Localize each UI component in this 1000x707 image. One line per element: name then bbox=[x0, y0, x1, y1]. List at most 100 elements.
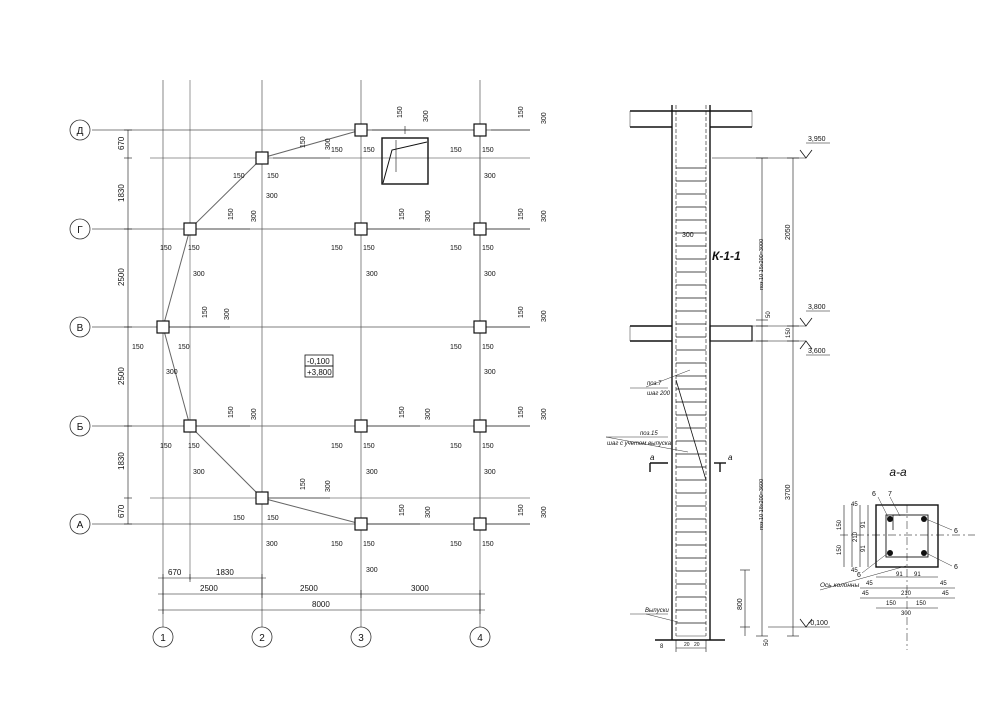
dim-label: 150 bbox=[267, 515, 279, 522]
dim-label: 150 bbox=[450, 443, 462, 450]
diagonal-bar bbox=[675, 379, 707, 481]
bar-mark: 6 bbox=[872, 491, 876, 498]
dim-label: 150 bbox=[188, 443, 200, 450]
vdim-50-bottom: 50 bbox=[764, 639, 770, 646]
dim-label: 300 bbox=[484, 173, 496, 180]
rebar-dot bbox=[921, 516, 927, 522]
dim-label: 300 bbox=[366, 271, 378, 278]
rebar-dot bbox=[887, 516, 893, 522]
leader-notes: поз.7 шаг 200 поз.15 шаг с учетом выпуск… bbox=[605, 369, 691, 623]
stirrups bbox=[675, 167, 707, 624]
col-dims-2-lower: 150 150 150 300 300 bbox=[233, 478, 332, 548]
col-dims-3-D: 150 150 150 300 bbox=[331, 106, 430, 154]
cross-bottom-dims: 45 91 91 45 45 210 45 150 150 300 bbox=[860, 572, 955, 617]
dim-label: 300 bbox=[541, 408, 548, 420]
dim-label: 150 bbox=[518, 406, 525, 418]
column-marker bbox=[183, 222, 197, 236]
row-axis-label-B: Б bbox=[77, 422, 84, 433]
dim-label: 300 bbox=[166, 369, 178, 376]
dim-label: 150 bbox=[482, 344, 494, 351]
dim-label: 150 bbox=[233, 515, 245, 522]
col-axis-label-4: 4 bbox=[477, 633, 483, 644]
col-dims-4-D: 150 150 150 300 bbox=[450, 106, 548, 154]
bottom-dimension-chain: 670 1830 2500 2500 3000 8000 bbox=[158, 568, 485, 614]
column-marker bbox=[473, 222, 487, 236]
bar-mark: 6 bbox=[857, 572, 861, 579]
row-spacing: 670 bbox=[117, 136, 126, 150]
dim-label: 150 bbox=[331, 541, 343, 548]
mid-slab bbox=[629, 325, 753, 342]
dim-label: 150 bbox=[188, 245, 200, 252]
dim-label: 300 bbox=[266, 193, 278, 200]
cross-left-dim: 45 bbox=[851, 502, 858, 508]
dim-label: 150 bbox=[399, 504, 406, 516]
dim-label: 150 bbox=[450, 541, 462, 548]
dim-label: 150 bbox=[518, 504, 525, 516]
bottom-mark-8: 8 bbox=[660, 644, 664, 650]
cross-section-title: а-а bbox=[889, 465, 907, 479]
dim-label: 300 bbox=[484, 469, 496, 476]
elevation-minus-0100: -0,100 bbox=[808, 620, 828, 627]
note-pos7-step: шаг 200 bbox=[647, 391, 671, 397]
rebar-dot bbox=[921, 550, 927, 556]
stair-opening bbox=[381, 137, 429, 185]
dim-label: 300 bbox=[193, 469, 205, 476]
column-marker bbox=[255, 151, 269, 165]
dim-670: 670 bbox=[168, 568, 182, 577]
dim-label: 300 bbox=[484, 271, 496, 278]
dim-label: 150 bbox=[300, 478, 307, 490]
dim-label: 150 bbox=[233, 173, 245, 180]
dim-2500-a: 2500 bbox=[200, 584, 218, 593]
column-marker bbox=[473, 517, 487, 531]
cross-left-dim: 45 bbox=[851, 568, 858, 574]
dim-label: 150 bbox=[482, 443, 494, 450]
vdim-800: 800 bbox=[737, 598, 744, 610]
dim-label: 150 bbox=[363, 541, 375, 548]
dim-label: 150 bbox=[228, 208, 235, 220]
cross-left-dims: 45 150 150 210 91 91 45 bbox=[837, 502, 869, 574]
dim-label: 150 bbox=[331, 443, 343, 450]
cross-bottom-dim: 210 bbox=[901, 591, 912, 597]
col-dims-4-D-lower: 300 bbox=[484, 173, 496, 180]
rebar-dot bbox=[887, 550, 893, 556]
column-marker bbox=[354, 222, 368, 236]
row-spacing: 670 bbox=[117, 504, 126, 518]
row-axis-label-A: А bbox=[77, 520, 84, 531]
cut-label-right: а bbox=[728, 453, 733, 462]
vdim-150: 150 bbox=[786, 327, 792, 338]
column-section-outline bbox=[875, 504, 939, 568]
dim-label: 150 bbox=[331, 245, 343, 252]
row-axis-label-D: Д bbox=[77, 126, 84, 137]
plan-columns bbox=[156, 123, 487, 531]
dim-label: 150 bbox=[399, 208, 406, 220]
dim-label: 300 bbox=[266, 541, 278, 548]
elevation-marks: 3,950 3,800 3,600 -0,100 bbox=[712, 136, 830, 628]
dim-label: 150 bbox=[482, 245, 494, 252]
dim-label: 300 bbox=[541, 112, 548, 124]
elevation-high: +3,800 bbox=[307, 368, 332, 377]
col-axis-label-3: 3 bbox=[358, 633, 364, 644]
section-cut-marks: а а bbox=[649, 453, 733, 472]
column-plan: 150 150 150 300 150 150 150 300 150 150 … bbox=[69, 80, 548, 648]
column-marker bbox=[156, 320, 170, 334]
elevation-3600: 3,600 bbox=[808, 348, 826, 355]
note-pos15: поз.15 bbox=[640, 431, 658, 437]
dim-label: 150 bbox=[482, 147, 494, 154]
vdim-3700: 3700 bbox=[785, 484, 792, 500]
dim-label: 150 bbox=[450, 147, 462, 154]
dim-label: 300 bbox=[251, 210, 258, 222]
column-marker bbox=[354, 517, 368, 531]
dim-label: 300 bbox=[325, 138, 332, 150]
section-bottom-marks: 8 20 20 bbox=[660, 640, 707, 652]
cross-bottom-total: 300 bbox=[901, 611, 912, 617]
col-axis-label-1: 1 bbox=[160, 633, 166, 644]
dim-label: 150 bbox=[228, 406, 235, 418]
cut-label-left: а bbox=[650, 453, 655, 462]
cross-bottom-dim: 91 bbox=[914, 572, 921, 578]
col-dims-2-offset: 150 150 150 300 300 bbox=[233, 136, 332, 200]
col-dims-V: 150 150 150 300 300 150 150 150 300 300 bbox=[132, 306, 548, 376]
cross-left-dim: 150 bbox=[837, 544, 843, 555]
row-axis-label-G: Г bbox=[77, 225, 83, 236]
elevation-note: -0,100 +3,800 bbox=[304, 354, 334, 378]
